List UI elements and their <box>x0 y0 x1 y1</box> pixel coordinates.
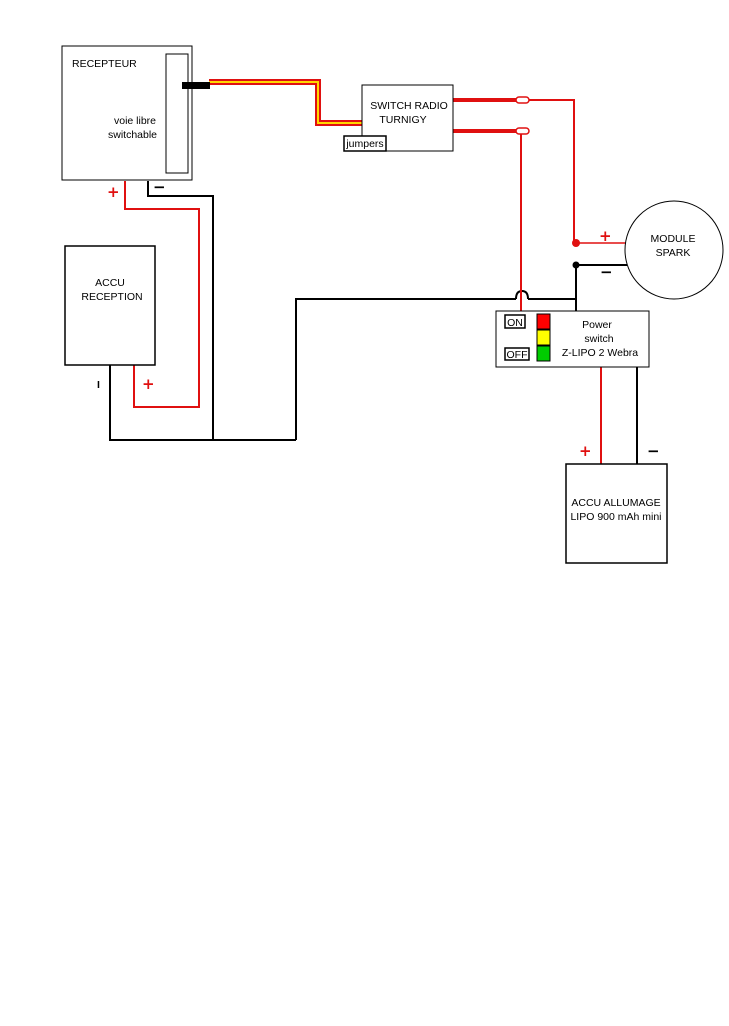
module-spark: MODULE SPARK + − <box>599 200 724 300</box>
switch-radio-line1: SWITCH RADIO <box>370 100 448 112</box>
accu-reception-plus-label: + <box>142 375 155 393</box>
module-spark-line1: MODULE <box>651 233 696 245</box>
servo-plug <box>182 82 210 89</box>
recepteur: RECEPTEUR voie libre switchable + − <box>61 45 210 201</box>
switch-radio: SWITCH RADIO TURNIGY jumpers <box>343 84 454 152</box>
on-label: ON <box>507 317 523 329</box>
accu-allumage-line2: LIPO 900 mAh mini <box>570 511 661 523</box>
recepteur-minus-label: − <box>153 178 166 196</box>
accu-reception: ACCU RECEPTION + I <box>64 245 156 393</box>
jumpers-box <box>343 135 387 152</box>
servo-cable-red <box>209 79 362 126</box>
switch-radio-box <box>361 84 454 152</box>
accu-reception-line2: RECEPTION <box>81 291 142 303</box>
red-wires <box>124 99 627 464</box>
led-red <box>536 313 551 330</box>
recepteur-channel-line2: switchable <box>108 129 157 141</box>
junction-red <box>572 239 580 247</box>
led-green <box>536 345 551 362</box>
module-spark-minus-label: − <box>600 263 613 281</box>
connector-upper <box>515 96 530 104</box>
recepteur-channel-line1: voie libre <box>114 115 156 127</box>
accu-allumage-minus-label: − <box>647 442 660 460</box>
accu-reception-minus-label: I <box>97 379 100 391</box>
accu-reception-box <box>64 245 156 366</box>
connector-lower <box>515 127 530 135</box>
power-switch-line2: switch <box>584 333 613 345</box>
power-switch-line1: Power <box>582 319 612 331</box>
recepteur-title: RECEPTEUR <box>72 58 137 70</box>
recepteur-plus-label: + <box>107 183 120 201</box>
wire-recepteur-plus <box>124 181 200 408</box>
power-switch: ON OFF Power switch Z-LIPO 2 Webra <box>495 310 650 368</box>
module-spark-plus-label: + <box>599 227 612 245</box>
wire-accu-reception-minus <box>109 365 296 441</box>
accu-allumage-box <box>565 463 668 564</box>
wire-ground-to-switch <box>295 298 516 440</box>
switch-radio-line2: TURNIGY <box>379 114 426 126</box>
wire-recepteur-minus <box>147 181 214 440</box>
module-spark-circle <box>624 200 724 300</box>
accu-allumage-plus-label: + <box>579 442 592 460</box>
wire-switch-to-power <box>520 130 524 311</box>
off-box <box>504 347 530 361</box>
on-box <box>504 314 526 329</box>
junction-black <box>572 261 580 269</box>
accu-allumage-line1: ACCU ALLUMAGE <box>571 497 660 509</box>
black-wires <box>109 181 638 464</box>
recepteur-channel-strip <box>165 53 189 174</box>
led-yellow <box>536 329 551 346</box>
module-spark-line2: SPARK <box>656 247 691 259</box>
power-switch-line3: Z-LIPO 2 Webra <box>562 347 638 359</box>
wire-switch-to-spark-plus <box>524 99 575 243</box>
wire-ground-to-spark <box>528 265 577 300</box>
servo-cable-yellow <box>209 81 362 124</box>
accu-allumage: ACCU ALLUMAGE LIPO 900 mAh mini + − <box>565 442 668 564</box>
jumpers-label: jumpers <box>345 138 383 150</box>
off-label: OFF <box>507 349 528 361</box>
accu-reception-line1: ACCU <box>95 277 125 289</box>
